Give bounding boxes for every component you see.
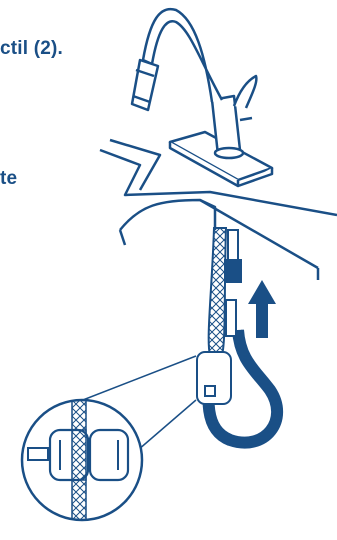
hose-weight-icon [197,352,231,404]
detail-magnifier-circle-icon [22,398,142,522]
up-arrow-icon [248,280,276,338]
quick-connector [225,230,241,336]
faucet-icon [132,9,272,186]
